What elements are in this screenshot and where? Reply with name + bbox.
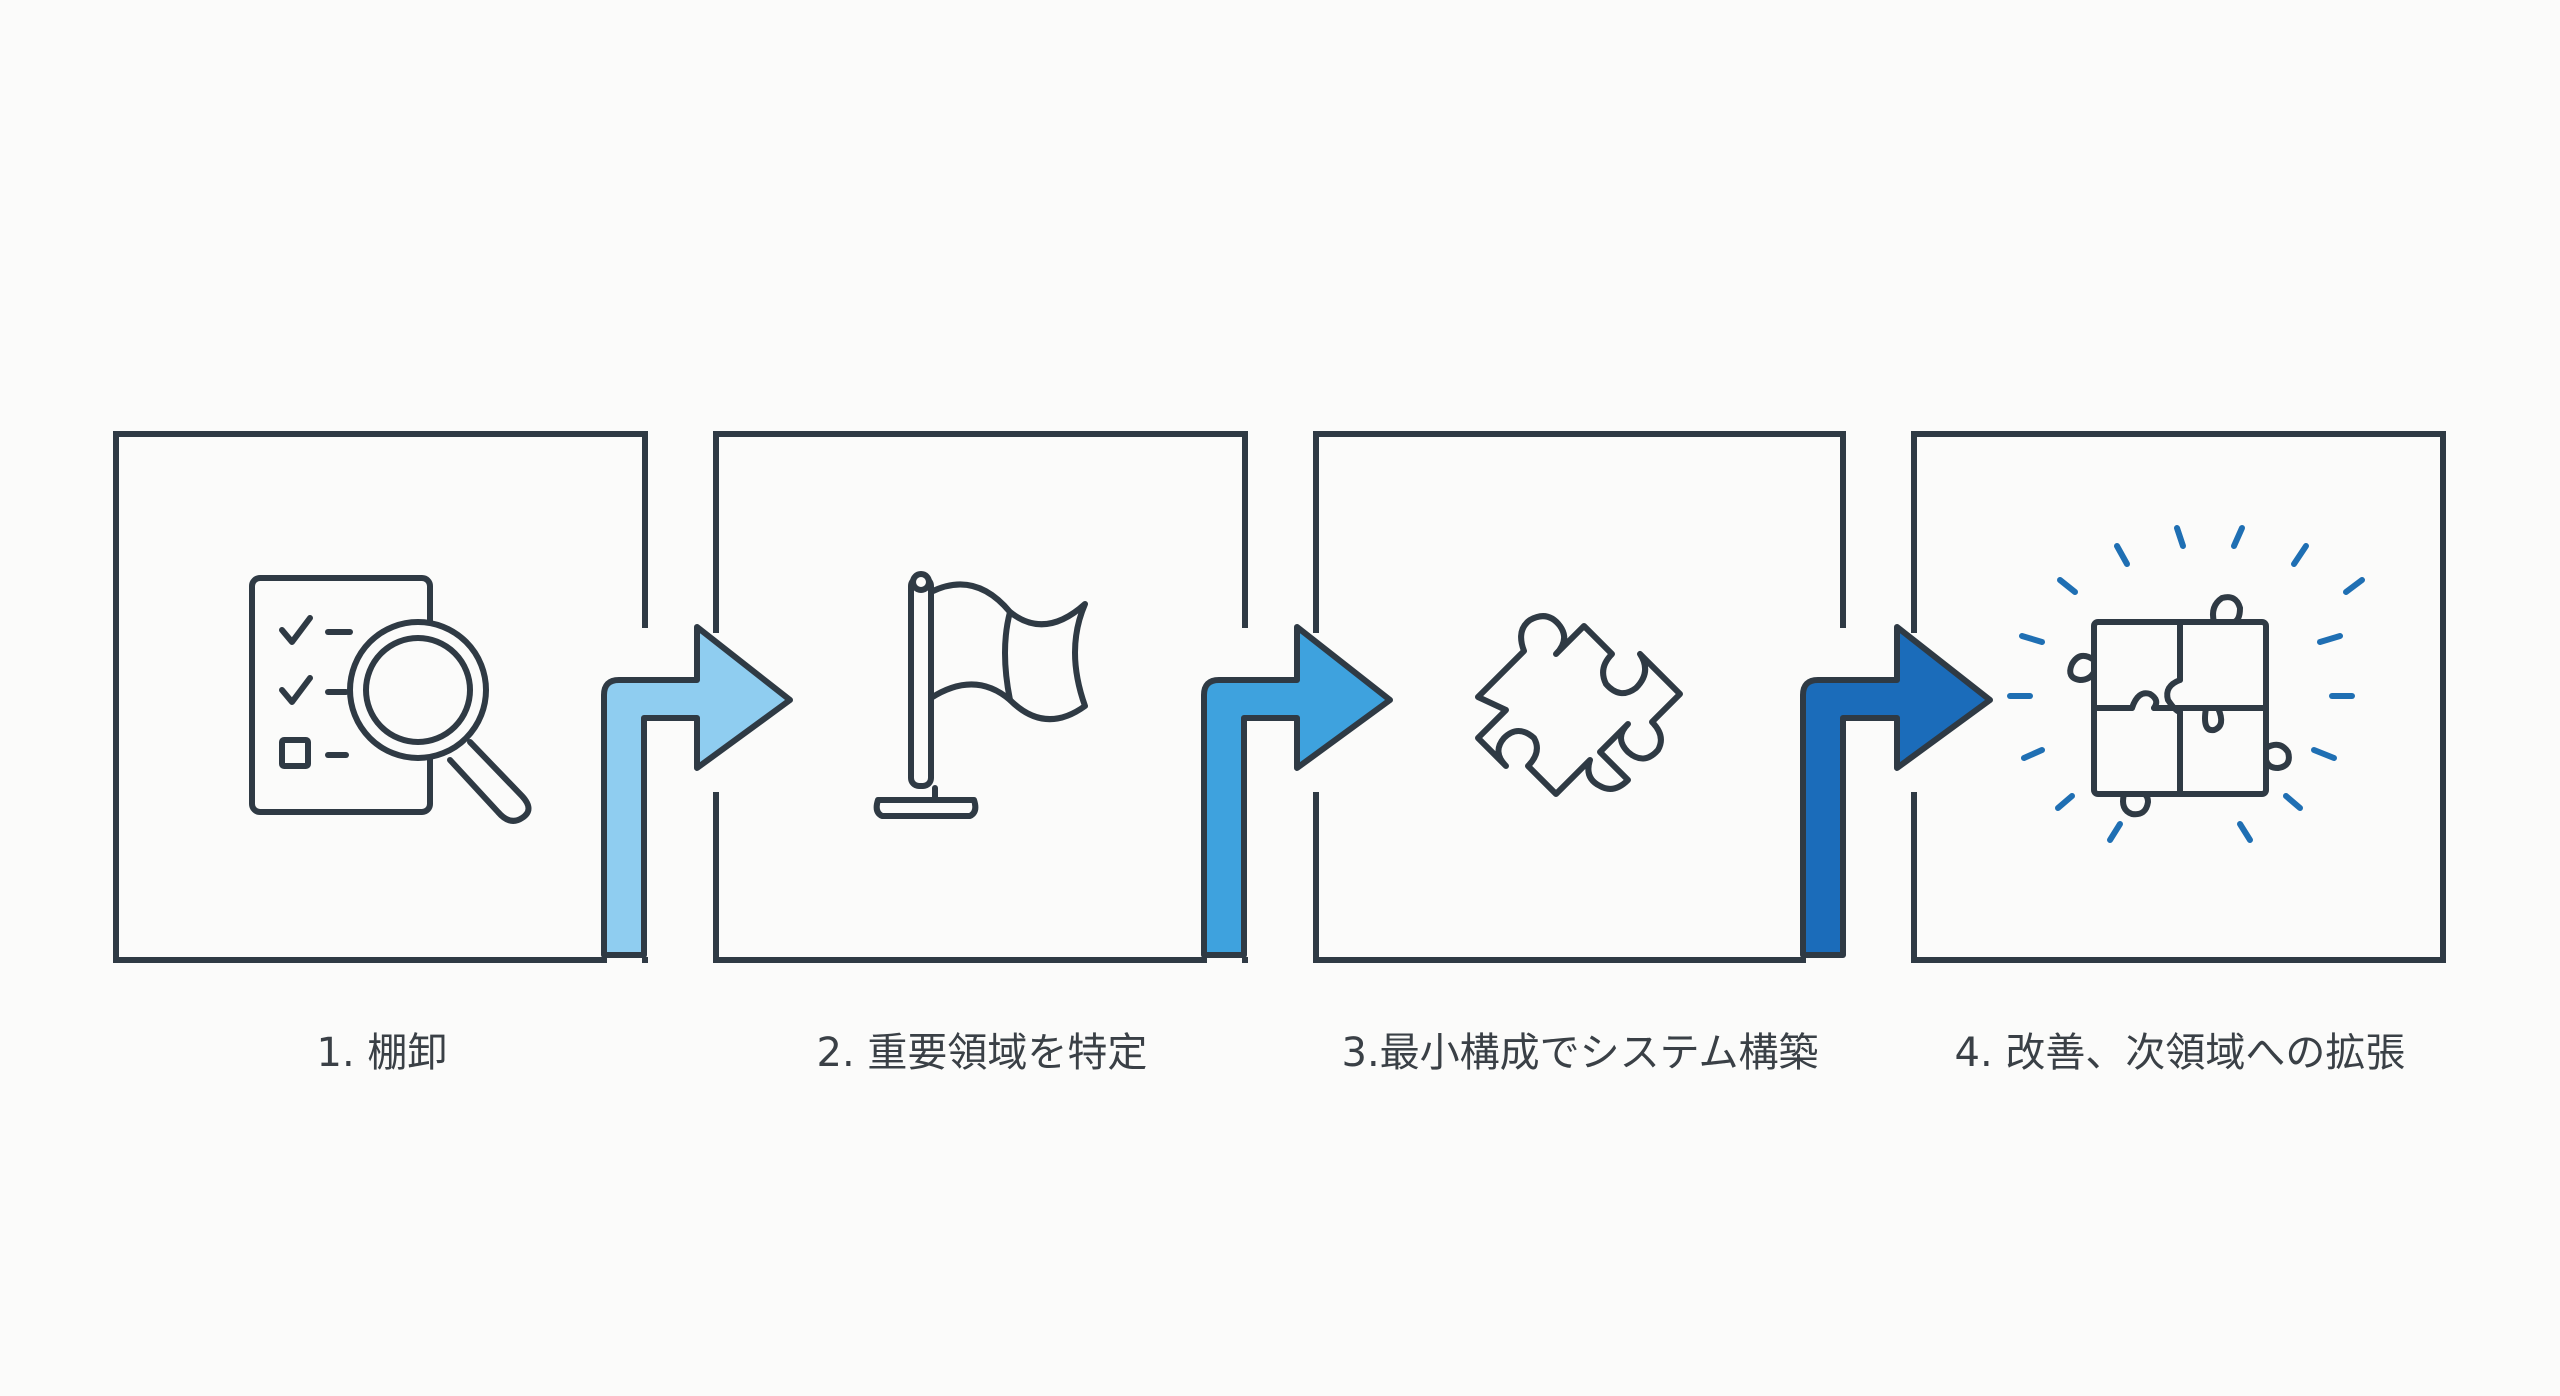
- step-frame-2: [713, 431, 1248, 963]
- connector-arrow-1-to-2: [601, 624, 793, 958]
- step-label-1: 1. 棚卸: [316, 1030, 448, 1076]
- connector-arrow-2-to-3: [1201, 624, 1393, 958]
- step-label-2: 2. 重要領域を特定: [816, 1030, 1148, 1076]
- flag-icon: [873, 571, 1088, 819]
- step-label-4: 4. 改善、次領域への拡張: [1954, 1030, 2406, 1076]
- step-label-3: 3.最小構成でシステム構築: [1341, 1030, 1819, 1076]
- assembled-puzzle-burst-icon: [2007, 525, 2365, 843]
- checklist-magnifier-icon: [249, 575, 532, 824]
- connector-arrow-3-to-4: [1800, 624, 1993, 958]
- step-frame-4: [1911, 431, 2446, 963]
- step-frame-1: [113, 431, 648, 963]
- puzzle-piece-icon: [1475, 613, 1683, 797]
- step-frame-3: [1313, 431, 1846, 963]
